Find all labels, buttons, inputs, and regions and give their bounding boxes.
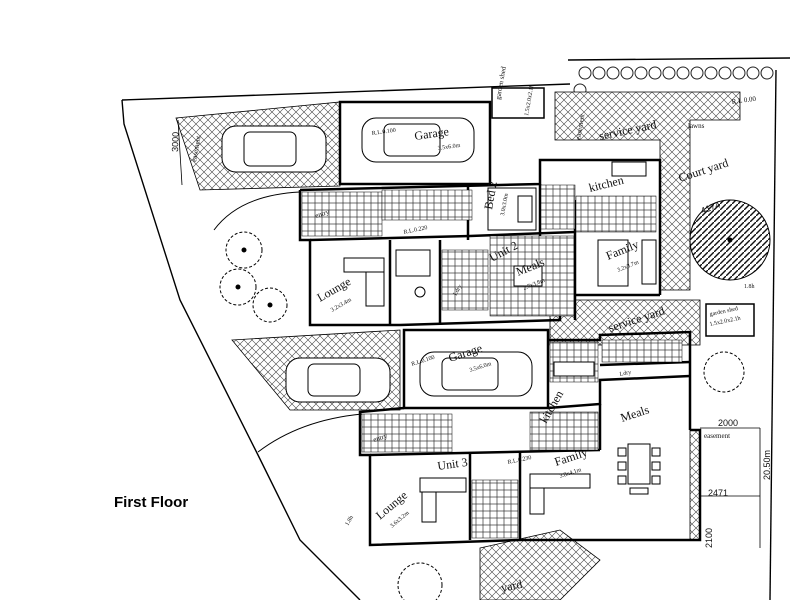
- label-dim-2050: 20.50m: [762, 450, 772, 480]
- label-rl-top-right: R.L 0.00: [731, 95, 757, 106]
- car-top: [221, 125, 327, 173]
- label-fence-note: 1.8h: [744, 284, 755, 290]
- label-ldry-u3: Ldry: [619, 370, 632, 378]
- label-dim-2000: 2000: [718, 418, 738, 428]
- car-garage-mid: [419, 351, 533, 397]
- label-kitchen-u2: kitchen: [587, 173, 625, 195]
- tree-left-2: [219, 268, 257, 306]
- garden-shed-top: [491, 87, 545, 119]
- label-unit3: Unit 3: [436, 455, 468, 473]
- tree-left-3: [252, 287, 288, 323]
- unit2-furniture: [343, 161, 657, 307]
- label-rl-garage-top: R.L.0.100: [371, 128, 396, 137]
- label-garden-shed-top-size: 1.5x2.0x2.1h: [524, 84, 535, 116]
- label-bed2: Bed 2: [481, 180, 500, 210]
- label-bed2-size: 3.0x3.0m: [500, 193, 510, 217]
- label-meals-u3: Meals: [619, 402, 652, 424]
- label-yard-bottom: yard: [500, 577, 524, 595]
- label-dim-3000: 3000: [170, 132, 181, 152]
- tree-left-1: [225, 231, 263, 269]
- label-garage-top: Garage: [413, 124, 449, 143]
- car-left-mid: [285, 357, 391, 403]
- label-garage-top-size: 3.5x6.0m: [437, 143, 461, 152]
- label-rl-u3: R.L.0.230: [507, 455, 532, 466]
- floor-caption: First Floor: [114, 494, 189, 511]
- label-easement-mid: easement: [704, 432, 730, 440]
- label-ldry-u2: Ldry: [453, 284, 464, 297]
- tree-right-mid: [703, 351, 745, 393]
- label-lawns: lawns: [688, 122, 705, 130]
- site-boundary: [121, 57, 791, 600]
- label-lounge-u2-size: 3.2x3.4m: [330, 297, 353, 314]
- label-rl-entry-u2: R.L.0.220: [403, 225, 428, 236]
- tree-court-yard: [689, 199, 771, 281]
- label-1-8h-bottom: 1.8h: [345, 515, 355, 527]
- car-garage-top: [361, 117, 475, 163]
- label-garden-shed-mid: garden shed: [709, 306, 738, 318]
- unit3-walls: [358, 328, 702, 547]
- tree-bottom-left: [397, 562, 443, 600]
- unit2-walls: [298, 100, 662, 327]
- garden-shed-mid: [705, 303, 755, 337]
- dimension-lines: [177, 119, 761, 548]
- unit3-furniture: [419, 361, 661, 523]
- lawn-edge: [213, 191, 301, 231]
- unit3-tiles: [361, 339, 683, 539]
- lawn-edge-lower: [257, 413, 363, 453]
- label-dim-2100: 2100: [704, 528, 714, 548]
- label-dim-2471: 2471: [708, 488, 728, 498]
